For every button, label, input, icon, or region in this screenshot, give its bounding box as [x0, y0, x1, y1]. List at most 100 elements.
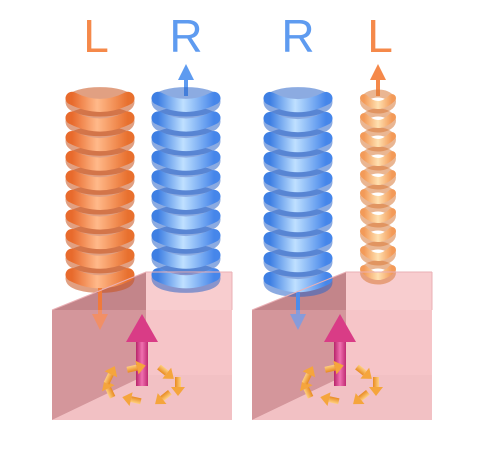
spin-arrow-body — [157, 364, 169, 376]
cube-top-edge — [51, 271, 232, 311]
spin-arrows — [299, 360, 383, 406]
spin-arrow — [299, 380, 314, 399]
helix-turn-front — [151, 150, 221, 171]
arrow-head — [178, 64, 194, 80]
helix-turn-front — [65, 189, 135, 210]
spin-arrow-body — [126, 364, 138, 373]
arrow-head — [290, 314, 306, 330]
helix-turn-front — [360, 132, 396, 147]
spin-arrow — [320, 392, 340, 406]
magnetization-arrow — [126, 314, 158, 386]
spin-arrow-head — [122, 392, 133, 406]
spin-arrow-body — [355, 364, 367, 376]
helix-turn-front — [151, 91, 221, 112]
helix-turn-front — [151, 248, 221, 269]
helix-turn-front — [151, 111, 221, 132]
helix-turn-front — [360, 208, 396, 223]
cube-bottom-face — [252, 375, 432, 420]
label-right-incident: R — [281, 10, 315, 62]
helix-turn-front — [151, 209, 221, 230]
helix-turn-front — [263, 211, 333, 233]
helix-turn-front — [360, 94, 396, 109]
helix-turn-front — [263, 111, 333, 133]
arrow-head — [92, 314, 108, 330]
helix-turn-front — [360, 170, 396, 185]
spin-arrow-head — [360, 367, 372, 379]
magnetization-shaft — [136, 338, 148, 386]
spin-arrow-head — [320, 392, 331, 406]
spin-arrow-body — [328, 396, 340, 405]
cube-back-face — [346, 272, 432, 375]
spin-arrow — [101, 380, 116, 399]
spin-arrow — [157, 364, 174, 379]
cube-back-face — [146, 272, 232, 375]
spin-arrow-body — [301, 372, 312, 385]
label-right-outgoing: L — [367, 10, 393, 62]
helix-turn-front — [65, 111, 135, 132]
helix-turn-front — [360, 227, 396, 242]
label-left-outgoing: R — [169, 10, 203, 62]
helix-turn-front — [263, 231, 333, 253]
magnetization-head — [126, 314, 158, 342]
cube-bottom-face — [52, 375, 232, 420]
spin-arrow — [122, 392, 142, 406]
helix-turn-front — [65, 150, 135, 171]
spin-arrow-body — [358, 389, 370, 401]
helix-turn-front — [263, 151, 333, 173]
magnetization-arrow — [324, 314, 356, 386]
helix-turn-front — [360, 113, 396, 128]
spin-arrow-head — [101, 380, 115, 392]
spin-arrows — [101, 360, 185, 406]
spin-arrow — [171, 377, 185, 396]
spin-arrow — [369, 377, 383, 396]
label-left-incident: L — [83, 10, 109, 62]
arrow-right-incident — [290, 292, 306, 330]
helix-turn-front — [263, 191, 333, 213]
spin-arrow-head — [302, 366, 316, 378]
helix-turn-front — [151, 268, 221, 289]
spin-arrow — [155, 389, 172, 405]
spin-arrow-head — [171, 387, 185, 396]
crystal-cube-right-front — [251, 271, 433, 420]
spin-arrow-body — [103, 372, 114, 385]
spin-arrow-head — [162, 367, 174, 379]
cube-left-face — [252, 272, 346, 420]
helix-turn-front — [65, 209, 135, 230]
helix-turn-front — [263, 91, 333, 113]
spin-arrow-head — [353, 393, 365, 405]
spin-arrow-body — [324, 364, 336, 373]
helix-turn-front — [151, 228, 221, 250]
crystal-cube-left — [52, 272, 232, 420]
helix-turn-front — [65, 130, 135, 152]
crystal-cube-right — [252, 272, 432, 420]
helix-turn-front — [65, 248, 135, 269]
helix-turn-front — [151, 189, 221, 210]
helix-turn-front — [151, 170, 221, 191]
spin-arrow-body — [373, 377, 379, 387]
helix-turn-front — [360, 265, 396, 280]
helix-turn-front — [263, 271, 333, 293]
spin-arrow — [126, 360, 146, 375]
spin-arrow-head — [135, 360, 146, 375]
helix-beam-left-incident — [65, 87, 135, 293]
crystal-cube-left-front — [51, 271, 233, 420]
spin-arrow-head — [299, 380, 313, 392]
spin-arrow — [103, 366, 118, 385]
helix-turn-front — [65, 170, 135, 191]
helix-beam-right-outgoing — [360, 89, 396, 285]
helix-turn-front — [263, 131, 333, 153]
spin-arrow-body — [160, 389, 172, 401]
cube-top-edge — [251, 271, 432, 311]
helix-turn-front — [65, 91, 135, 112]
helix-turn-front — [360, 189, 396, 204]
spin-arrow-head — [104, 366, 118, 378]
cube-left-face — [52, 272, 146, 420]
helix-turn-front — [360, 151, 396, 166]
arrow-left-incident — [92, 288, 108, 330]
helix-turn-front — [263, 251, 333, 273]
spin-arrow-head — [369, 387, 383, 396]
spin-arrow — [353, 389, 370, 405]
spin-arrow — [355, 364, 372, 379]
spin-arrow-body — [303, 387, 314, 399]
